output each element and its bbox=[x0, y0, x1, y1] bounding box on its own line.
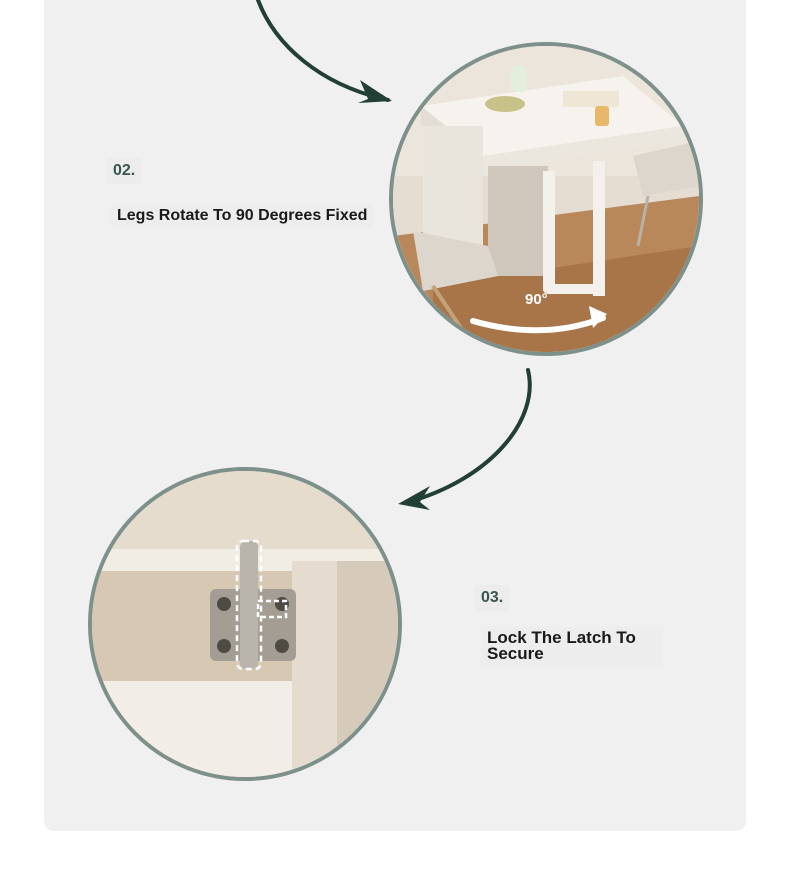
rotation-label: 90° bbox=[525, 291, 548, 308]
step-description: Legs Rotate To 90 Degrees Fixed bbox=[111, 205, 374, 227]
step-number: 02. bbox=[107, 158, 142, 184]
latch-photo bbox=[88, 467, 402, 781]
table-legs-photo: 90° bbox=[389, 42, 703, 356]
step-number: 03. bbox=[475, 585, 510, 611]
step-description: Lock The Latch To Secure bbox=[481, 627, 663, 665]
